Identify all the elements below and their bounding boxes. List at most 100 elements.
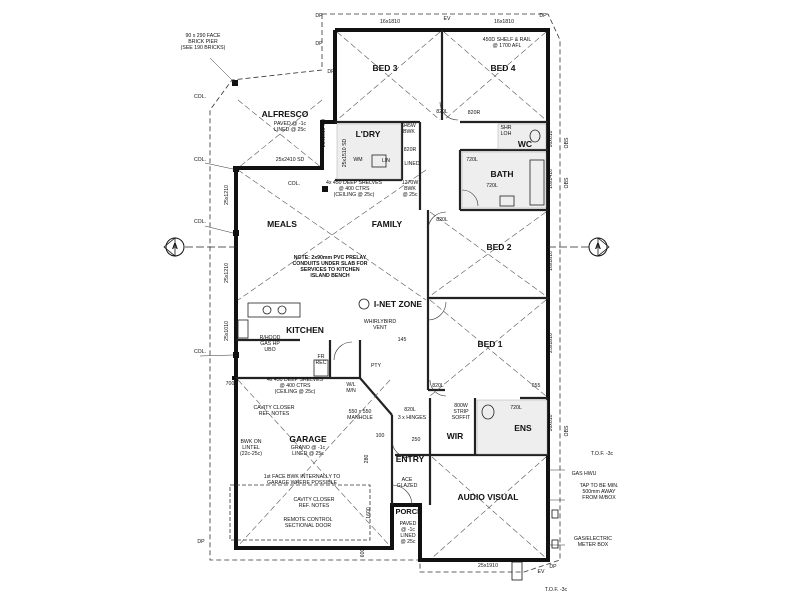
room-meals: MEALS <box>267 219 297 229</box>
room-alfresco: ALFRESCO <box>261 109 309 119</box>
room-inet-zone: I-NET ZONE <box>373 299 423 309</box>
room-ldry: L'DRY <box>355 129 381 139</box>
meter-box <box>511 509 559 581</box>
interior-walls <box>236 30 548 505</box>
dim-d820r: 820R <box>403 147 417 153</box>
dim-ens-win: 16x610 <box>548 414 555 432</box>
note-pdr-1: 820R <box>467 110 481 116</box>
section-marker-left <box>163 237 185 257</box>
note-meter-box: GAS/ELECTRIC METER BOX <box>573 536 613 548</box>
dim-d145: 145 <box>397 337 407 343</box>
section-marker-label-right: A <box>594 241 602 251</box>
note-garage-floor: GRANO @ -1c LINED @ 25c <box>290 445 326 457</box>
room-wc: WC <box>517 139 533 149</box>
outer-walls <box>232 28 550 562</box>
note-obs-3: OBS <box>564 425 571 437</box>
note-pvc-prelay: NOTE: 2x90mm PVC PRELAY CONDUITS UNDER S… <box>292 255 368 279</box>
dim-alfresco-sd: 25x1510 SD <box>321 118 328 148</box>
note-dp-6: DP <box>327 69 335 75</box>
dim-d820l-2: 820L <box>436 217 448 223</box>
room-audio-visual: AUDIO VISUAL <box>457 492 519 502</box>
dim-d700: 700 <box>225 381 235 387</box>
note-col-3: COL. <box>193 219 207 225</box>
room-bed1: BED 1 <box>477 339 503 349</box>
note-remote-door: REMOTE CONTROL SECTIONAL DOOR <box>283 517 333 529</box>
room-bed2: BED 2 <box>486 242 512 252</box>
note-dp-2: DP <box>539 13 547 19</box>
dim-bath-win: 16x1410 <box>548 169 555 189</box>
note-obs-1: OBS <box>564 137 571 149</box>
note-bwk-945: 945W BWK <box>402 123 416 135</box>
wet-area-tiles <box>336 123 548 455</box>
dim-meals-win2: 25x1210 <box>224 263 231 283</box>
fixtures <box>237 129 545 420</box>
note-shelf-rail: 450D SHELF & RAIL @ 1700 AFL <box>482 37 532 49</box>
dim-top-bed3: 16x1810 <box>380 19 400 25</box>
garage-door <box>229 484 371 541</box>
door-swings <box>333 101 479 506</box>
dim-d820l-1: 820L <box>436 109 448 115</box>
note-lin: LIN <box>381 158 391 164</box>
note-rhood: R/HOOD GAS HP UBO <box>259 335 281 353</box>
note-shr: SHR LOH <box>500 125 512 137</box>
note-ev-2: EV <box>537 569 545 575</box>
dim-d100: 100 <box>375 433 385 439</box>
dim-win-ldry: 25x1510 SD <box>342 138 349 168</box>
dim-d280: 280 <box>364 454 371 464</box>
note-col-1: COL. <box>193 157 207 163</box>
dim-wc-win: 16x610 <box>548 130 555 148</box>
note-bwk-1270: 1270W BWK @ 25c <box>401 180 419 198</box>
note-porch-paved: PAVED @ -1c LINED @ 25c <box>399 521 417 545</box>
note-brick-pier: 90 x 290 FACE BRICK PIER (SEE 190 BRICKS… <box>180 33 226 51</box>
note-whirlybird: WHIRLYBIRD VENT <box>363 319 397 331</box>
note-dp-5: DP <box>549 564 557 570</box>
dim-kitchen-win: 25x1010 <box>224 321 231 341</box>
note-ev-1: EV <box>443 16 451 22</box>
eave-line <box>209 13 561 573</box>
note-kitchen-shelves: 4x 450 DEEP SHELVES @ 400 CTRS (CEILING … <box>266 377 324 395</box>
note-hinges: 3 x HINGES <box>397 415 427 421</box>
note-manhole: 550 x 550 MANHOLE <box>347 409 373 421</box>
note-gas-hwu: GAS HWU <box>571 471 597 477</box>
note-glazed: ACE GLAZED <box>396 477 418 489</box>
room-wir: WIR <box>446 431 464 441</box>
room-diagonals <box>237 31 547 559</box>
section-marker-label-left: A <box>171 241 179 251</box>
dim-alfresco-top: 25x2410 SD <box>275 157 305 163</box>
note-col-5: COL. <box>193 94 207 100</box>
note-bwk-lintel: BWK ON LINTEL (22c-25c) <box>240 439 262 457</box>
leader-lines <box>199 57 565 546</box>
note-lined: LINED <box>404 161 420 167</box>
note-tof-2: T.O.F. -3c <box>544 587 568 593</box>
room-bed4: BED 4 <box>490 63 516 73</box>
dim-d1600: 1600 <box>366 507 373 519</box>
dim-top-bed4: 16x1810 <box>494 19 514 25</box>
note-obs-2: OBS <box>564 177 571 189</box>
note-dp-1: DP <box>315 13 323 19</box>
note-cavity-closer-2: CAVITY CLOSER REF. NOTES <box>293 497 335 509</box>
note-face-bwk: 1st FACE BWK INTERNALLY TO GARAGE WHERE … <box>263 474 341 486</box>
note-tap: TAP TO BE MIN. 500mm AWAY FROM M/BOX <box>579 483 619 501</box>
note-col-2: COL. <box>287 181 301 187</box>
note-wil: W/L M/N <box>346 382 356 394</box>
note-col-4: COL. <box>193 349 207 355</box>
note-dp-3: DP <box>315 41 323 47</box>
room-garage: GARAGE <box>289 434 327 444</box>
section-marker-right <box>588 237 610 257</box>
room-bath: BATH <box>490 169 514 179</box>
room-kitchen: KITCHEN <box>286 325 324 335</box>
note-wm: WM <box>353 157 363 163</box>
room-bed3: BED 3 <box>372 63 398 73</box>
note-ldry-shelves: 4x 450 DEEP SHELVES @ 400 CTRS (CEILING … <box>325 180 383 198</box>
dim-meals-win: 25x1210 <box>224 185 231 205</box>
note-pty: PTY <box>370 363 382 369</box>
dim-bed2-win: 16x1810 <box>548 251 555 271</box>
note-dp-4: DP <box>197 539 205 545</box>
room-entry: ENTRY <box>395 454 425 464</box>
room-porch: PORCH <box>395 507 423 516</box>
dim-d820l-4: 820L <box>404 407 416 413</box>
dim-d820l-3: 820L <box>432 383 444 389</box>
room-family: FAMILY <box>371 219 403 229</box>
dim-d600: 600 <box>360 548 367 558</box>
